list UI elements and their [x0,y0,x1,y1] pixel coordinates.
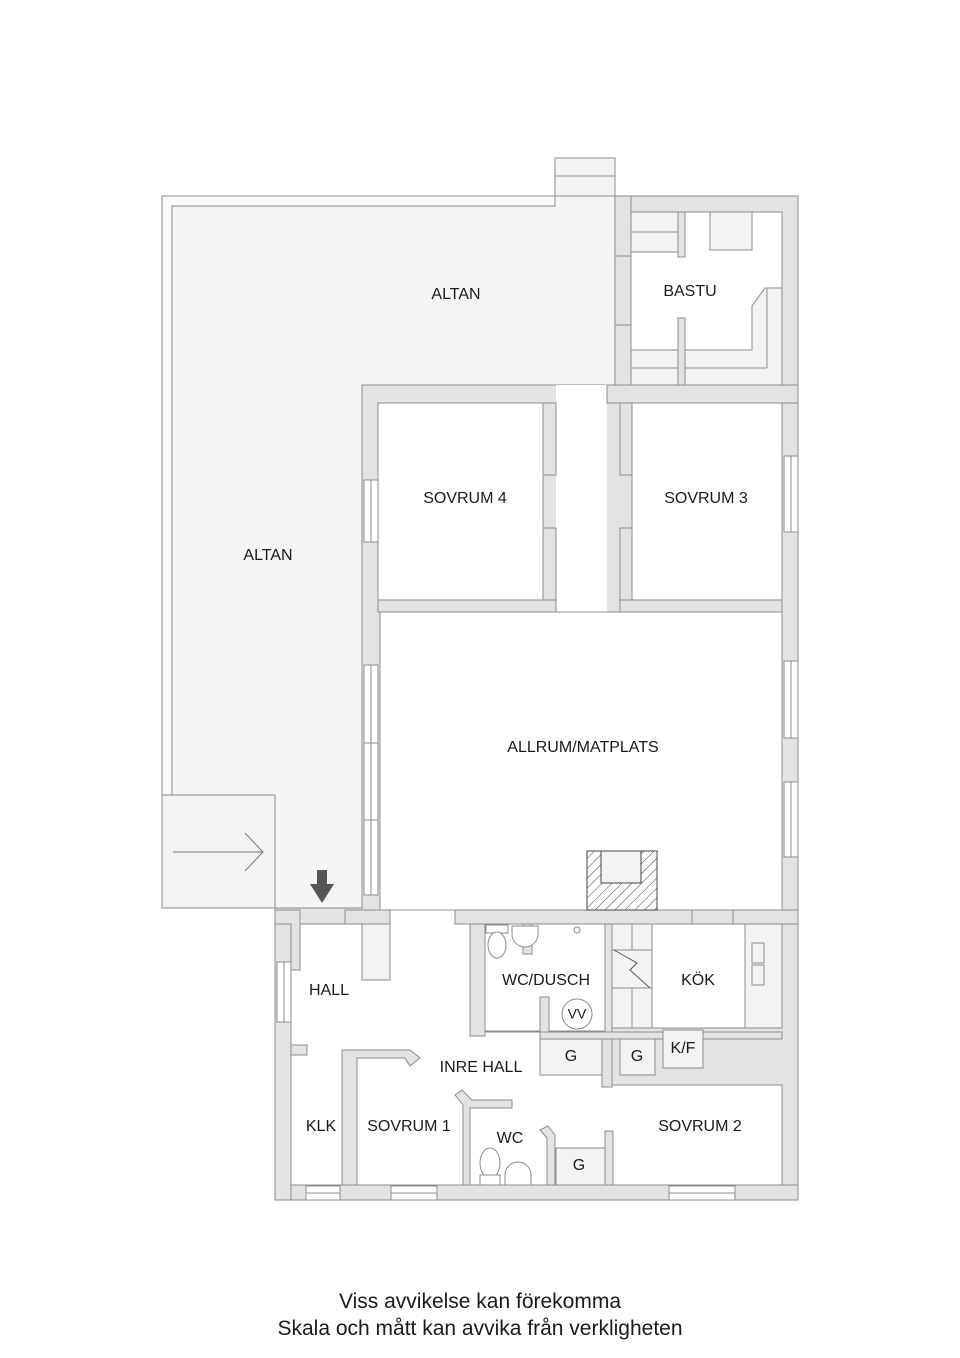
disclaimer-line-1: Viss avvikelse kan förekomma [338,1290,622,1313]
label-kf: K/F [671,1040,696,1057]
bastu-benches [614,195,783,386]
label-wc: WC [497,1130,524,1147]
water-heater-icon [561,998,593,1030]
label-inre-hall: INRE HALL [440,1059,523,1076]
label-kok: KÖK [681,971,715,989]
electrical-symbol-icon [613,949,651,989]
label-storage-g3: G [573,1157,585,1174]
label-wc-dusch: WC/DUSCH [502,972,590,989]
label-bastu: BASTU [663,283,716,300]
label-allrum: ALLRUM/MATPLATS [507,739,658,756]
label-altan-top: ALTAN [431,286,480,303]
label-klk: KLK [306,1118,337,1135]
room-labels: ALTAN ALTAN BASTU SOVRUM 4 SOVRUM 3 ALLR… [243,283,747,1174]
altan-deck [161,157,616,909]
windows [276,455,799,1201]
entrance-arrow-icon [310,870,334,903]
shower-icon [573,926,581,934]
label-sovrum-4: SOVRUM 4 [423,490,507,507]
label-storage-g1: G [565,1048,577,1065]
toilet-icon [479,1147,501,1179]
label-sovrum-2: SOVRUM 2 [658,1118,742,1135]
label-hall: HALL [309,982,349,999]
label-altan-left: ALTAN [243,547,292,564]
fireplace [586,850,658,911]
label-storage-g2: G [631,1048,643,1065]
label-sovrum-1: SOVRUM 1 [367,1118,451,1135]
sink-icon [504,1161,532,1186]
disclaimer-line-2: Skala och mått kan avvika från verklighe… [277,1317,683,1340]
sink-icon [511,925,539,948]
fixtures [479,924,593,1186]
toilet-icon [487,931,507,959]
label-vv: VV [568,1006,587,1022]
storage [361,923,765,1186]
label-sovrum-3: SOVRUM 3 [664,490,748,507]
